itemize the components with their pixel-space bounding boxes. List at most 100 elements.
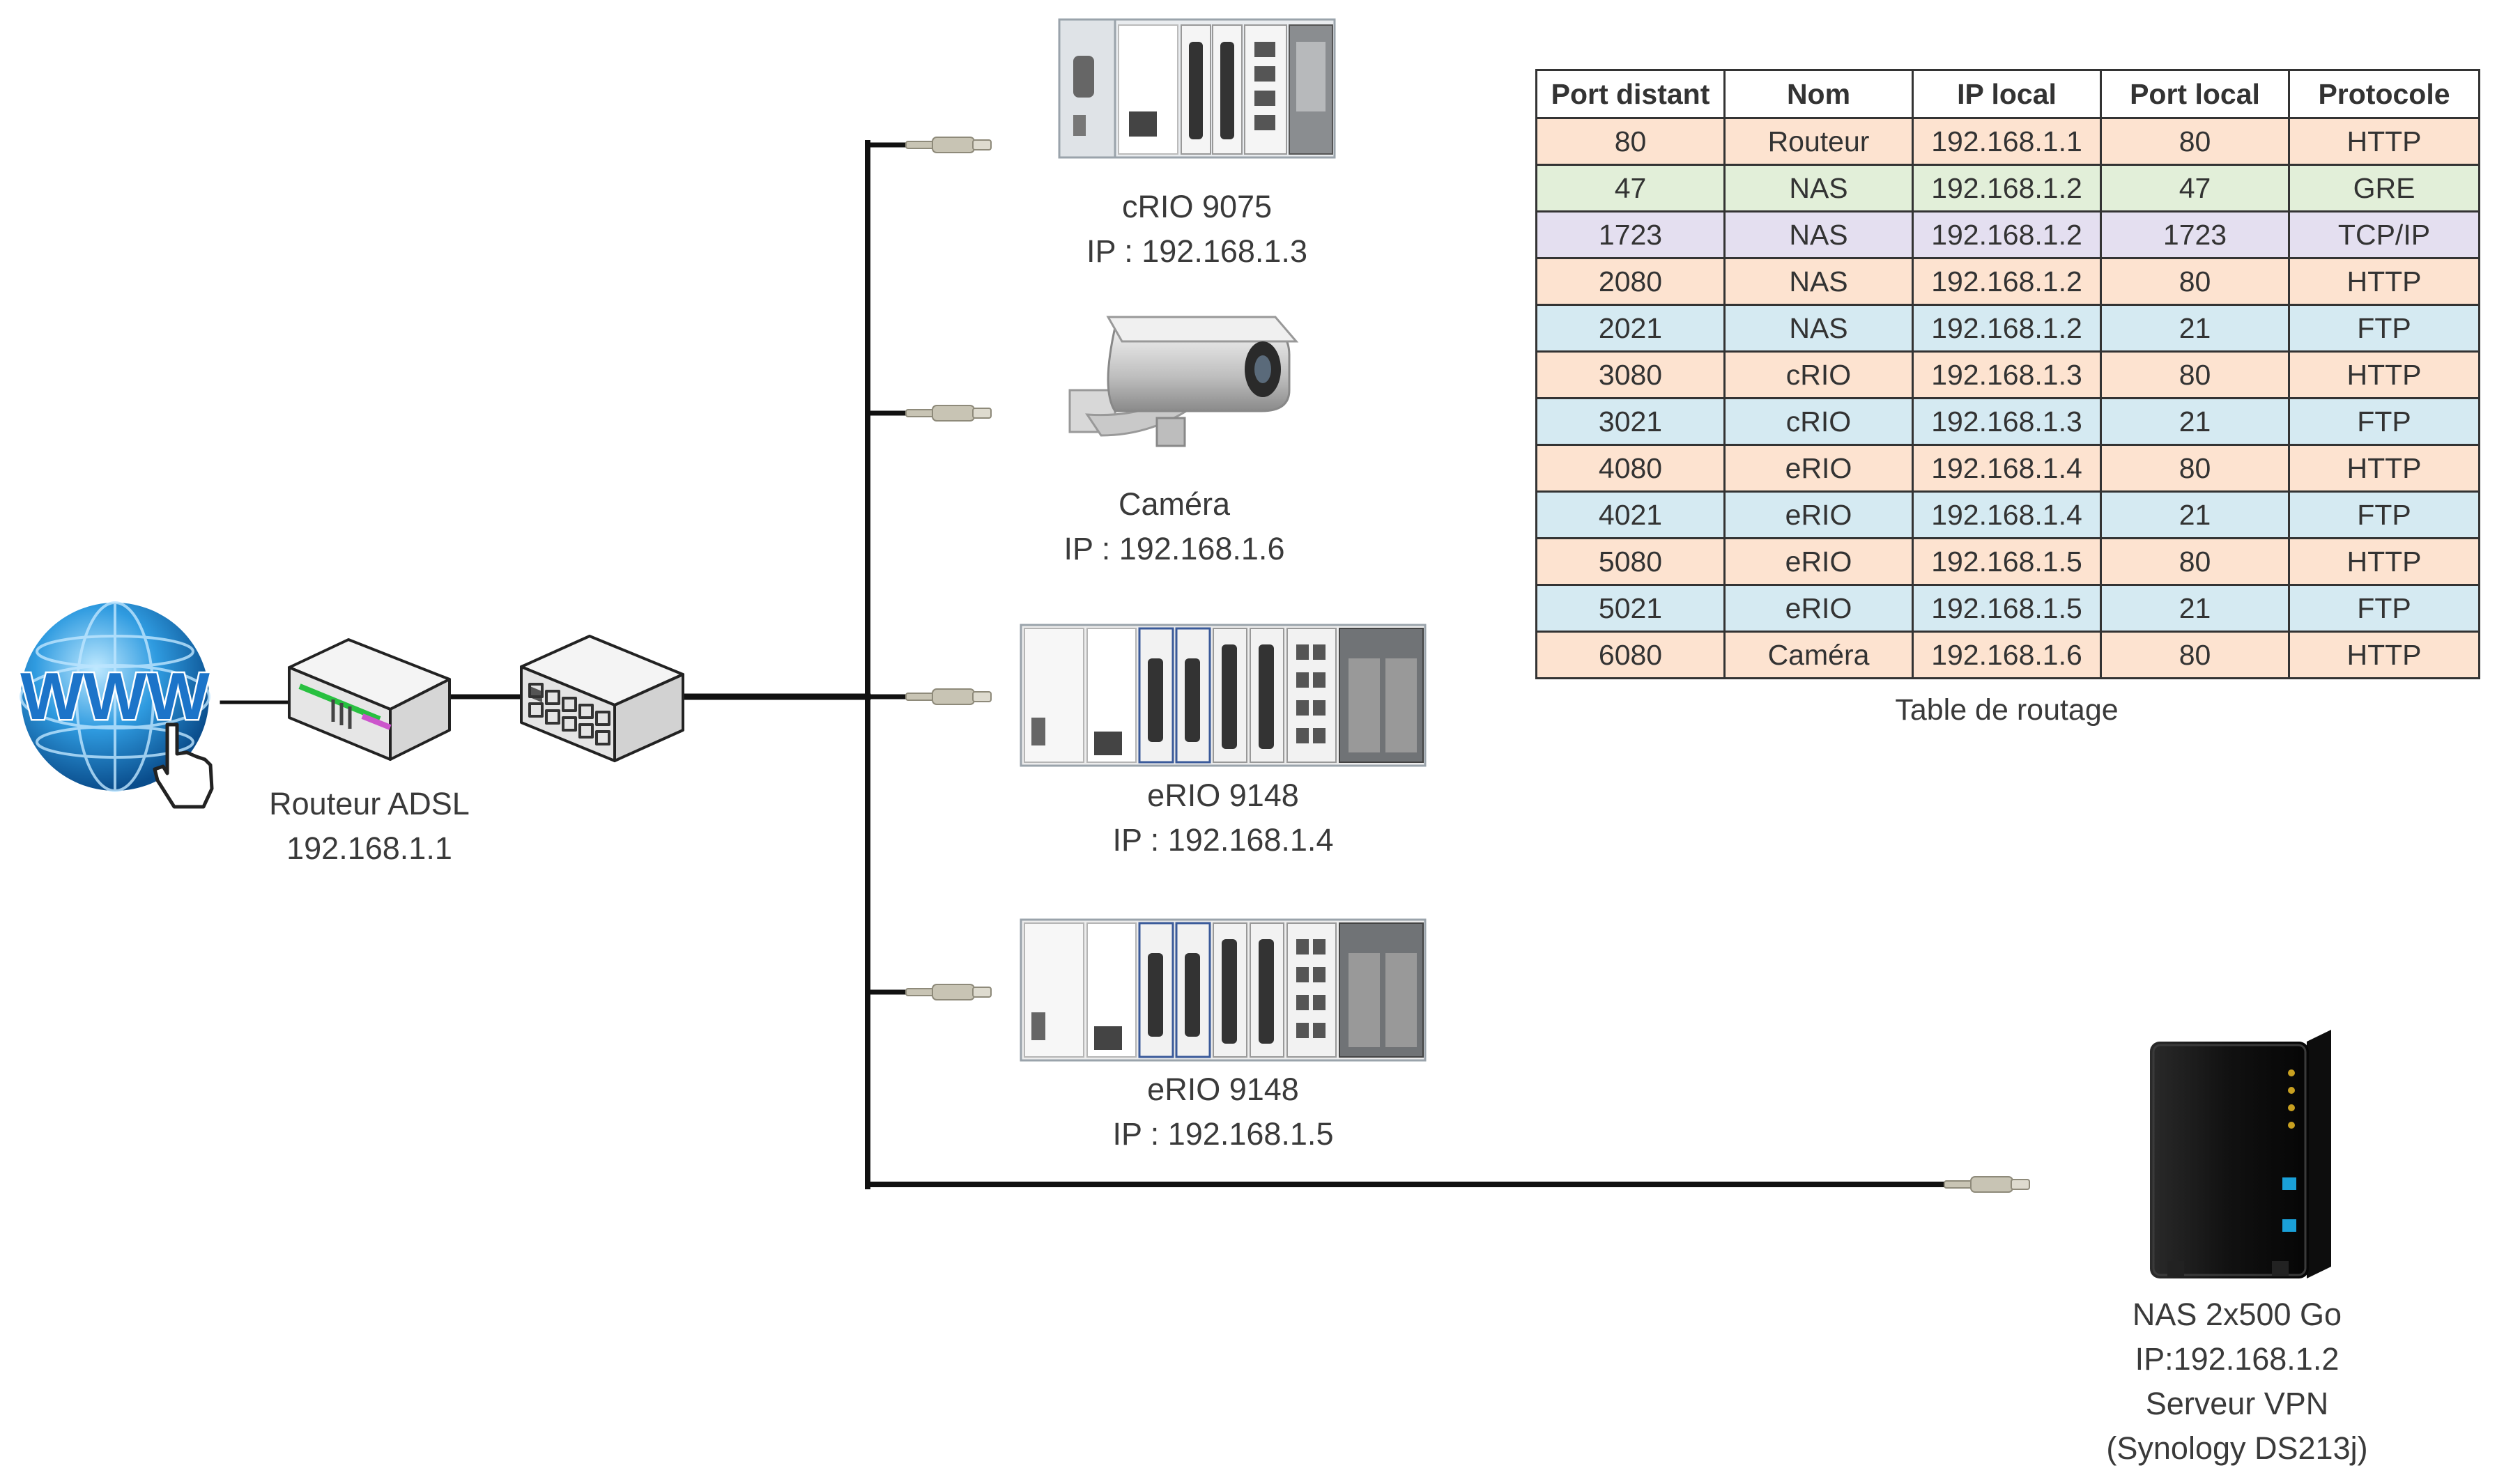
cell-port-distant: 2021 — [1535, 304, 1726, 353]
cell-port-local: 1723 — [2100, 210, 2290, 259]
erio-9148-device-icon — [1020, 624, 1427, 767]
cell-ip-local: 192.168.1.6 — [1912, 631, 2102, 679]
www-globe-icon: WWW — [19, 601, 214, 809]
rj45-connector-icon — [905, 984, 992, 1000]
cell-ip-local: 192.168.1.3 — [1912, 350, 2102, 399]
cell-port-distant: 80 — [1535, 117, 1726, 166]
crio-label: cRIO 9075 IP : 192.168.1.3 — [1059, 185, 1335, 274]
cell-protocole: HTTP — [2288, 537, 2480, 586]
cell-port-local: 80 — [2100, 257, 2290, 306]
rj45-connectors — [905, 137, 2030, 1193]
rj45-connector-icon — [905, 688, 992, 705]
cell-ip-local: 192.168.1.2 — [1912, 210, 2102, 259]
cell-port-distant: 5021 — [1535, 584, 1726, 633]
cell-port-local: 21 — [2100, 397, 2290, 446]
nas-line1: NAS 2x500 Go — [2132, 1297, 2342, 1332]
nas-synology-icon — [2150, 1030, 2331, 1278]
router-ip: 192.168.1.1 — [286, 830, 452, 866]
cell-protocole: FTP — [2288, 490, 2480, 539]
cell-protocole: HTTP — [2288, 257, 2480, 306]
nas-line3: Serveur VPN — [2145, 1386, 2329, 1421]
cell-ip-local: 192.168.1.1 — [1912, 117, 2102, 166]
cell-ip-local: 192.168.1.2 — [1912, 164, 2102, 212]
cell-protocole: FTP — [2288, 304, 2480, 353]
rj45-connector-icon — [905, 137, 992, 153]
header-port-local: Port local — [2100, 69, 2290, 119]
cell-port-distant: 47 — [1535, 164, 1726, 212]
cell-nom: eRIO — [1723, 537, 1914, 586]
cell-protocole: TCP/IP — [2288, 210, 2480, 259]
erio-a-label: eRIO 9148 IP : 192.168.1.4 — [1059, 773, 1387, 863]
ip-camera-icon — [1068, 316, 1299, 447]
router-name: Routeur ADSL — [269, 786, 470, 821]
cell-nom: cRIO — [1723, 397, 1914, 446]
crio-9075-device-icon — [1058, 18, 1336, 159]
cell-ip-local: 192.168.1.4 — [1912, 444, 2102, 493]
cell-nom: cRIO — [1723, 350, 1914, 399]
cell-nom: NAS — [1723, 257, 1914, 306]
network-cabling — [220, 140, 1947, 1189]
cell-ip-local: 192.168.1.3 — [1912, 397, 2102, 446]
cell-ip-local: 192.168.1.4 — [1912, 490, 2102, 539]
network-switch-icon — [520, 635, 684, 762]
erio-b-ip: IP : 192.168.1.5 — [1112, 1116, 1334, 1152]
erio-a-name: eRIO 9148 — [1147, 778, 1299, 813]
cell-ip-local: 192.168.1.2 — [1912, 257, 2102, 306]
cell-protocole: HTTP — [2288, 444, 2480, 493]
cell-port-local: 80 — [2100, 117, 2290, 166]
header-port-distant: Port distant — [1535, 69, 1726, 119]
cell-port-local: 21 — [2100, 490, 2290, 539]
cell-port-distant: 6080 — [1535, 631, 1726, 679]
cell-nom: eRIO — [1723, 584, 1914, 633]
cell-ip-local: 192.168.1.2 — [1912, 304, 2102, 353]
nas-label: NAS 2x500 Go IP:192.168.1.2 Serveur VPN … — [2091, 1292, 2383, 1471]
cell-nom: NAS — [1723, 210, 1914, 259]
cell-port-distant: 4080 — [1535, 444, 1726, 493]
erio-b-label: eRIO 9148 IP : 192.168.1.5 — [1059, 1067, 1387, 1157]
cell-protocole: GRE — [2288, 164, 2480, 212]
cell-nom: Caméra — [1723, 631, 1914, 679]
crio-ip: IP : 192.168.1.3 — [1086, 233, 1307, 269]
cell-ip-local: 192.168.1.5 — [1912, 584, 2102, 633]
rj45-connector-icon — [1944, 1176, 2030, 1193]
cell-port-local: 21 — [2100, 584, 2290, 633]
cell-port-local: 47 — [2100, 164, 2290, 212]
nas-line4: (Synology DS213j) — [2106, 1430, 2368, 1466]
cell-protocole: FTP — [2288, 397, 2480, 446]
erio-9148-device-icon — [1020, 918, 1427, 1062]
router-label: Routeur ADSL 192.168.1.1 — [233, 782, 505, 871]
cell-port-local: 80 — [2100, 444, 2290, 493]
erio-a-ip: IP : 192.168.1.4 — [1112, 822, 1334, 858]
routing-table: Port distant Nom IP local Port local Pro… — [1535, 69, 2480, 679]
table-header-row: Port distant Nom IP local Port local Pro… — [1535, 69, 2480, 119]
cell-protocole: HTTP — [2288, 350, 2480, 399]
routing-table-caption: Table de routage — [1895, 693, 2119, 727]
cell-nom: eRIO — [1723, 444, 1914, 493]
camera-name: Caméra — [1118, 486, 1231, 522]
cell-port-local: 21 — [2100, 304, 2290, 353]
camera-label: Caméra IP : 192.168.1.6 — [1031, 482, 1317, 571]
cell-port-distant: 5080 — [1535, 537, 1726, 586]
crio-name: cRIO 9075 — [1121, 189, 1273, 224]
hand-cursor-icon — [153, 722, 214, 809]
cell-port-distant: 4021 — [1535, 490, 1726, 539]
cell-nom: Routeur — [1723, 117, 1914, 166]
cell-nom: NAS — [1723, 304, 1914, 353]
nas-line2: IP:192.168.1.2 — [2135, 1341, 2340, 1377]
cell-nom: NAS — [1723, 164, 1914, 212]
cell-protocole: HTTP — [2288, 631, 2480, 679]
cell-port-local: 80 — [2100, 350, 2290, 399]
cell-port-distant: 3080 — [1535, 350, 1726, 399]
header-protocole: Protocole — [2288, 69, 2480, 119]
header-ip-local: IP local — [1912, 69, 2102, 119]
cell-nom: eRIO — [1723, 490, 1914, 539]
